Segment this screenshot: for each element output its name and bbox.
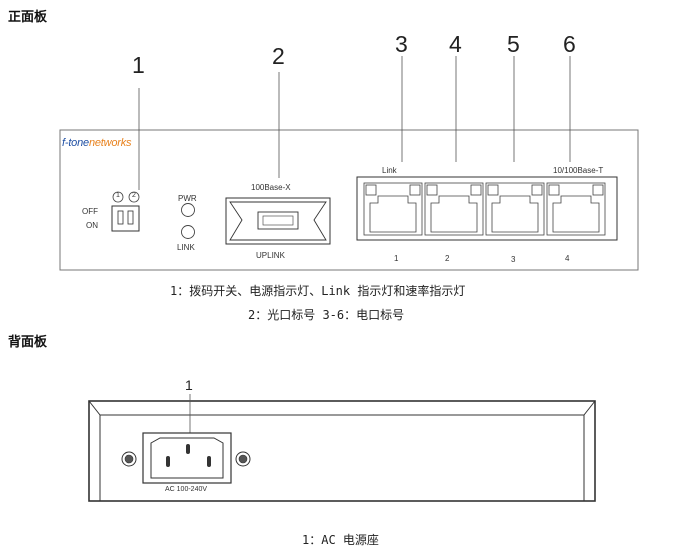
dip-number-circle-2 [128,191,140,203]
port-number-4: 4 [565,254,570,263]
rj45-port-4 [546,182,606,236]
brand-suffix: networks [88,137,132,149]
power-rating-label: AC 100-240V [165,486,208,493]
dip-lever-2 [127,210,134,225]
dip-number-circle-1 [112,191,124,203]
dip-number-1: 1 [116,192,120,199]
pwr-led [181,203,195,217]
callout-4: 4 [449,31,462,57]
back-callout-1: 1 [185,377,193,393]
ac-pin-left [166,456,170,467]
rj45-port-1 [363,182,423,236]
port-number-2: 2 [445,254,450,263]
right-screw-icon [235,451,251,467]
brand-logo: f-tonenetworks [62,137,132,149]
link-led [181,225,195,239]
fiber-type-label: 100Base-X [251,183,291,192]
front-caption-line-1: 1：拨码开关、电源指示灯、Link 指示灯和速率指示灯 [170,284,466,298]
pwr-label: PWR [178,194,197,203]
rj45-port-3 [485,182,545,236]
brand-prefix: f-tone [62,137,89,149]
port-number-1: 1 [394,254,399,263]
off-label: OFF [82,207,98,216]
back-panel-heading: 背面板 [8,335,48,350]
ac-pin-earth [186,444,190,454]
ac-pin-right [207,456,211,467]
front-caption-line-2: 2：光口标号 3-6：电口标号 [248,308,405,322]
back-caption: 1：AC 电源座 [302,533,379,547]
fiber-port-inner [262,215,294,226]
on-label: ON [86,221,98,230]
callout-1: 1 [132,52,145,78]
callout-6: 6 [563,31,576,57]
callout-2: 2 [272,43,285,69]
port-number-3: 3 [511,255,516,264]
dip-number-2: 2 [132,192,136,199]
callout-5: 5 [507,31,520,57]
left-screw-icon [121,451,137,467]
callout-3: 3 [395,31,408,57]
ac-inlet-socket [150,437,224,479]
port-link-label: Link [382,166,397,175]
front-panel-heading: 正面板 [8,10,48,25]
dip-switch [111,205,140,232]
rj45-port-2 [424,182,484,236]
dip-lever-1 [117,210,124,225]
uplink-label: UPLINK [256,251,285,260]
link-led-label: LINK [177,243,195,252]
port-speed-label: 10/100Base-T [553,166,604,175]
